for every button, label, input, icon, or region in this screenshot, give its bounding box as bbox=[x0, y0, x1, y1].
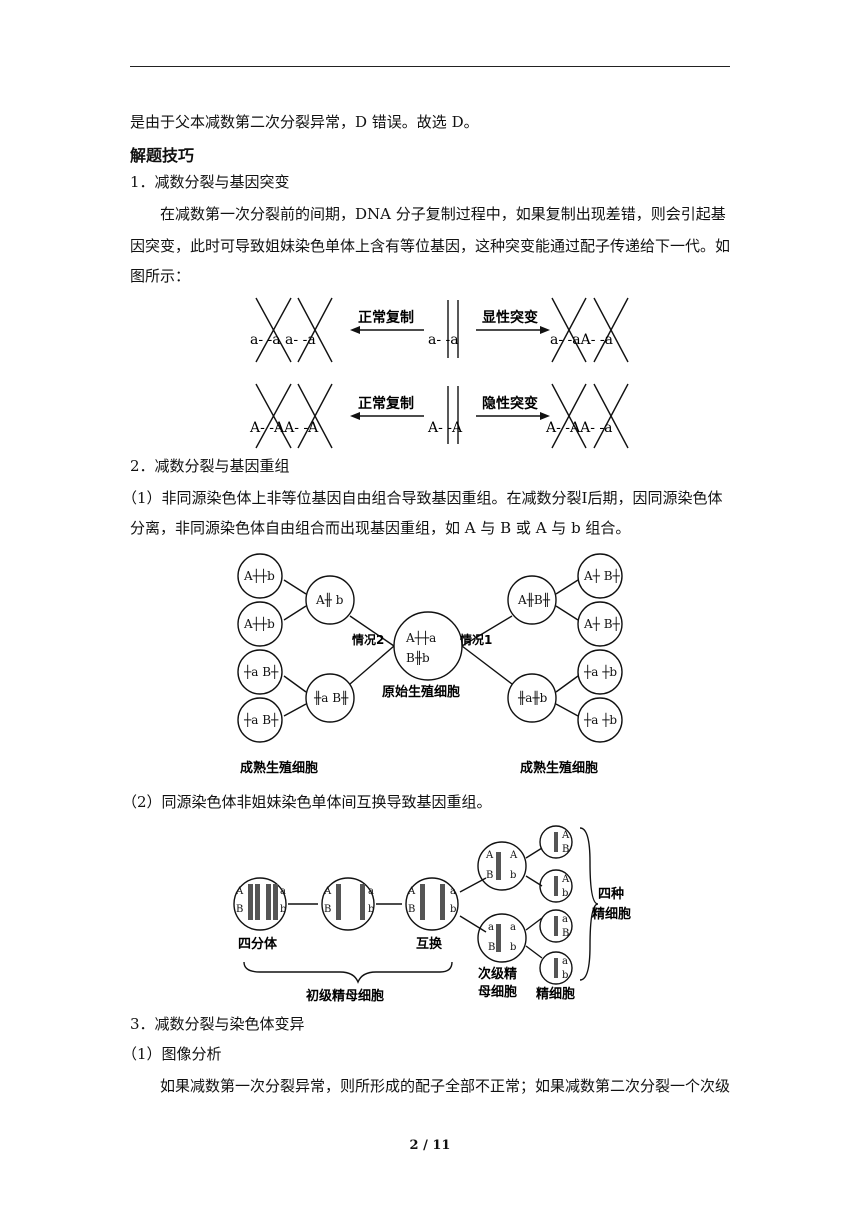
svg-text:┼a ┼b: ┼a ┼b bbox=[583, 712, 617, 727]
svg-text:A┼ B┼: A┼ B┼ bbox=[583, 568, 621, 583]
svg-text:A: A bbox=[561, 874, 570, 885]
svg-text:┼a B┼: ┼a B┼ bbox=[243, 664, 279, 679]
dominant-mutation-label: 显性突变 bbox=[482, 309, 538, 326]
svg-text:a: a bbox=[562, 956, 568, 967]
svg-text:B: B bbox=[562, 928, 569, 939]
four-kinds-label-1: 四种 bbox=[598, 886, 624, 902]
svg-text:A┼┼a: A┼┼a bbox=[405, 630, 436, 645]
secondary-label-1: 次级精 bbox=[478, 966, 517, 982]
mature-cell-label: 成熟生殖细胞 bbox=[520, 760, 598, 776]
text-line: 是由于父本减数第二次分裂异常，D 错误。故选 D。 bbox=[130, 113, 479, 131]
gene-mutation-figure: 正常复制 显性突变 a- -a a- -a a- -a a- -aA- -a 正… bbox=[249, 297, 629, 449]
paragraph-line: （2）同源染色体非姐妹染色单体间互换导致基因重组。 bbox=[122, 793, 492, 811]
svg-text:╫a B╫: ╫a B╫ bbox=[313, 690, 349, 705]
tetrad-label: 四分体 bbox=[238, 936, 278, 952]
svg-text:A: A bbox=[407, 886, 416, 897]
svg-text:A: A bbox=[561, 830, 570, 841]
svg-text:B╫b: B╫b bbox=[406, 650, 430, 665]
svg-text:B: B bbox=[236, 904, 243, 915]
svg-text:b: b bbox=[510, 870, 516, 881]
allele-labels: A- -AA- -a bbox=[545, 420, 613, 436]
allele-labels: A- -AA- -A bbox=[249, 420, 319, 436]
svg-text:a: a bbox=[368, 886, 374, 897]
svg-text:a: a bbox=[450, 886, 456, 897]
allele-labels: a- -a a- -a bbox=[250, 332, 316, 348]
svg-text:B: B bbox=[324, 904, 331, 915]
svg-text:B: B bbox=[486, 870, 493, 881]
allele-labels: A- -A bbox=[427, 420, 463, 436]
svg-text:b: b bbox=[368, 904, 374, 915]
sperm-label: 精细胞 bbox=[536, 986, 575, 1002]
svg-text:b: b bbox=[450, 904, 456, 915]
primary-spermatocyte-label: 初级精母细胞 bbox=[306, 988, 384, 1004]
svg-text:A: A bbox=[485, 850, 494, 861]
paragraph-line: （1）图像分析 bbox=[122, 1045, 222, 1063]
independent-assortment-figure: A┼┼bA┼┼b ┼a B┼┼a B┼ A╫ b╫a B╫ A┼┼aB╫b A╫… bbox=[237, 553, 623, 776]
svg-text:B: B bbox=[408, 904, 415, 915]
recessive-mutation-label: 隐性突变 bbox=[482, 395, 538, 412]
crossover-label: 互换 bbox=[416, 936, 443, 952]
normal-replication-label: 正常复制 bbox=[358, 395, 414, 412]
subsection-title: 2．减数分裂与基因重组 bbox=[130, 457, 290, 475]
svg-text:A┼┼b: A┼┼b bbox=[243, 568, 275, 583]
svg-text:A┼ B┼: A┼ B┼ bbox=[583, 616, 621, 631]
svg-text:a: a bbox=[510, 922, 516, 933]
svg-text:B: B bbox=[488, 942, 495, 953]
secondary-label-2: 母细胞 bbox=[478, 984, 517, 1000]
paragraph-line: （1）非同源染色体上非等位基因自由组合导致基因重组。在减数分裂Ⅰ后期，因同源染色… bbox=[122, 489, 723, 507]
svg-text:┼a ┼b: ┼a ┼b bbox=[583, 664, 617, 679]
page-number: 2 / 11 bbox=[409, 1138, 451, 1153]
subsection-title: 3．减数分裂与染色体变异 bbox=[130, 1015, 305, 1033]
svg-text:A: A bbox=[235, 886, 244, 897]
original-cell-label: 原始生殖细胞 bbox=[382, 684, 460, 700]
case1-label: 情况1 bbox=[460, 632, 492, 647]
paragraph-line: 如果减数第一次分裂异常，则所形成的配子全部不正常；如果减数第二次分裂一个次级 bbox=[160, 1077, 731, 1095]
svg-text:a: a bbox=[488, 922, 494, 933]
svg-text:b: b bbox=[280, 904, 286, 915]
svg-text:b: b bbox=[510, 942, 516, 953]
normal-replication-label: 正常复制 bbox=[358, 309, 414, 326]
case2-label: 情况2 bbox=[352, 632, 384, 647]
svg-text:b: b bbox=[562, 888, 568, 899]
paragraph-line: 在减数第一次分裂前的间期，DNA 分子复制过程中，如果复制出现差错，则会引起基 bbox=[160, 205, 726, 223]
section-heading: 解题技巧 bbox=[130, 146, 195, 165]
mature-cell-label: 成熟生殖细胞 bbox=[240, 760, 318, 776]
svg-text:B: B bbox=[562, 844, 569, 855]
paragraph-line: 分离，非同源染色体自由组合而出现基因重组，如 A 与 B 或 A 与 b 组合。 bbox=[130, 519, 631, 537]
svg-text:A: A bbox=[509, 850, 518, 861]
svg-text:┼a B┼: ┼a B┼ bbox=[243, 712, 279, 727]
four-kinds-label-2: 精细胞 bbox=[592, 906, 631, 922]
paragraph-line: 图所示： bbox=[130, 267, 191, 285]
svg-text:b: b bbox=[562, 970, 568, 981]
svg-text:a: a bbox=[280, 886, 286, 897]
subsection-title: 1．减数分裂与基因突变 bbox=[130, 173, 290, 191]
paragraph-line: 因突变，此时可导致姐妹染色单体上含有等位基因，这种突变能通过配子传递给下一代。如 bbox=[130, 237, 731, 255]
allele-labels: a- -a bbox=[428, 332, 459, 348]
svg-text:a: a bbox=[562, 914, 568, 925]
svg-text:A╫ b: A╫ b bbox=[315, 592, 344, 607]
svg-text:╫a╫b: ╫a╫b bbox=[517, 690, 548, 705]
svg-text:A┼┼b: A┼┼b bbox=[243, 616, 275, 631]
svg-text:A: A bbox=[323, 886, 332, 897]
header-rule bbox=[130, 66, 730, 67]
svg-text:A╫B╫: A╫B╫ bbox=[517, 592, 551, 607]
allele-labels: a- -aA- -a bbox=[550, 332, 613, 348]
